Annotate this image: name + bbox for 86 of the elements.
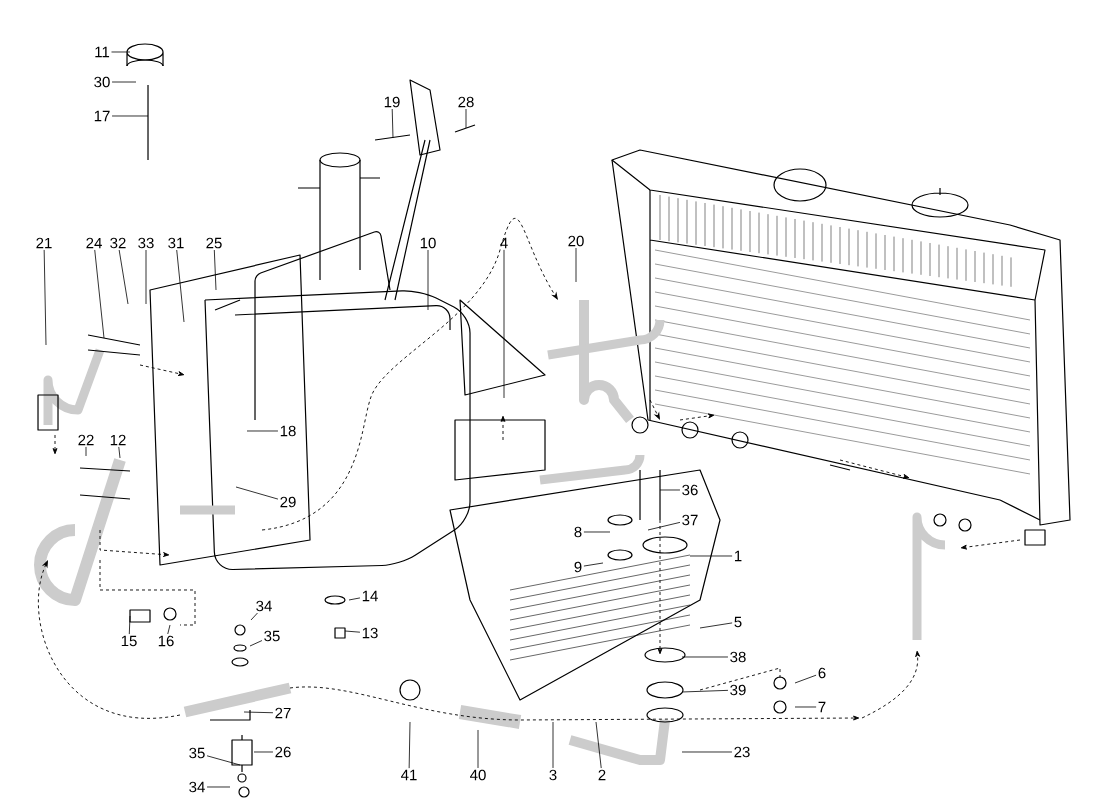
leader-line	[689, 555, 733, 557]
callout-number: 1	[735, 550, 742, 562]
leader-line	[145, 249, 147, 305]
leader-line	[243, 711, 274, 714]
callout-number: 5	[734, 616, 742, 628]
callout-number: 27	[275, 707, 291, 719]
leader-line	[85, 446, 87, 457]
leader-line	[213, 249, 217, 291]
leader-line	[583, 562, 604, 567]
leader-line	[681, 656, 729, 658]
leader-line	[659, 489, 681, 491]
callout-number: 13	[362, 627, 378, 639]
leader-line	[246, 430, 279, 432]
callout-number: 3	[549, 769, 557, 781]
leader-line	[348, 597, 361, 601]
leader-line	[250, 612, 258, 621]
leader-line	[503, 249, 505, 399]
leader-line	[699, 622, 733, 629]
leader-line	[681, 689, 729, 693]
callout-number: 10	[420, 237, 436, 249]
leader-line	[408, 721, 411, 769]
leader-line	[118, 446, 121, 459]
callout-number: 37	[682, 514, 698, 526]
leader-line	[235, 486, 279, 500]
leader-line	[681, 751, 733, 753]
leader-line	[167, 624, 171, 635]
leader-line	[477, 729, 479, 769]
callout-number: 26	[275, 746, 291, 758]
leader-line	[94, 249, 105, 339]
callout-number: 14	[362, 590, 378, 602]
callout-number: 19	[384, 96, 400, 108]
callout-number: 30	[94, 76, 110, 88]
leader-line	[253, 751, 274, 753]
leader-line	[427, 249, 429, 311]
leader-line	[794, 674, 817, 684]
leader-line	[43, 249, 47, 346]
callout-number: 11	[95, 46, 110, 58]
leader-line	[111, 81, 137, 83]
callout-number: 21	[36, 237, 52, 249]
callout-number: 6	[818, 667, 826, 679]
leader-line	[344, 630, 361, 633]
leader-line	[249, 640, 263, 647]
callout-number: 33	[138, 237, 154, 249]
leader-line	[552, 721, 554, 769]
callout-number: 41	[401, 769, 417, 781]
callout-number: 39	[730, 684, 746, 696]
callout-number: 34	[256, 600, 272, 612]
callout-number: 34	[189, 781, 205, 793]
callout-number: 25	[206, 237, 222, 249]
leader-line	[647, 522, 681, 531]
leader-line	[206, 786, 231, 788]
callout-number: 22	[78, 434, 94, 446]
callout-number: 29	[280, 496, 296, 508]
leader-line	[465, 108, 467, 129]
callout-number: 15	[121, 635, 137, 647]
leader-line	[575, 247, 577, 283]
callout-number: 36	[682, 484, 698, 496]
callout-number: 12	[110, 434, 126, 446]
callout-number: 16	[158, 635, 174, 647]
leader-line	[794, 706, 817, 708]
callout-number: 4	[500, 237, 508, 249]
callout-number: 2	[598, 769, 606, 781]
callout-number: 24	[86, 237, 102, 249]
leader-line	[391, 108, 394, 139]
callout-number: 28	[458, 96, 474, 108]
callout-number: 20	[568, 235, 584, 247]
callout-number: 31	[168, 237, 184, 249]
callout-number: 35	[264, 630, 280, 642]
callout-number: 17	[94, 110, 110, 122]
leader-line	[583, 531, 611, 533]
callout-number: 35	[189, 747, 205, 759]
callout-number: 32	[110, 237, 126, 249]
leader-line	[118, 249, 129, 305]
leader-line	[206, 755, 241, 766]
callout-number: 40	[470, 769, 486, 781]
callout-number: 7	[818, 701, 826, 713]
leader-line	[176, 249, 185, 323]
leader-line	[128, 615, 131, 635]
callout-number: 18	[280, 425, 296, 437]
leader-line	[111, 115, 149, 117]
callout-number: 38	[730, 651, 746, 663]
leader-line	[111, 51, 131, 53]
leader-line	[595, 721, 602, 769]
callout-number: 23	[734, 746, 750, 758]
callout-number: 8	[574, 526, 582, 538]
callout-number: 9	[574, 561, 582, 573]
